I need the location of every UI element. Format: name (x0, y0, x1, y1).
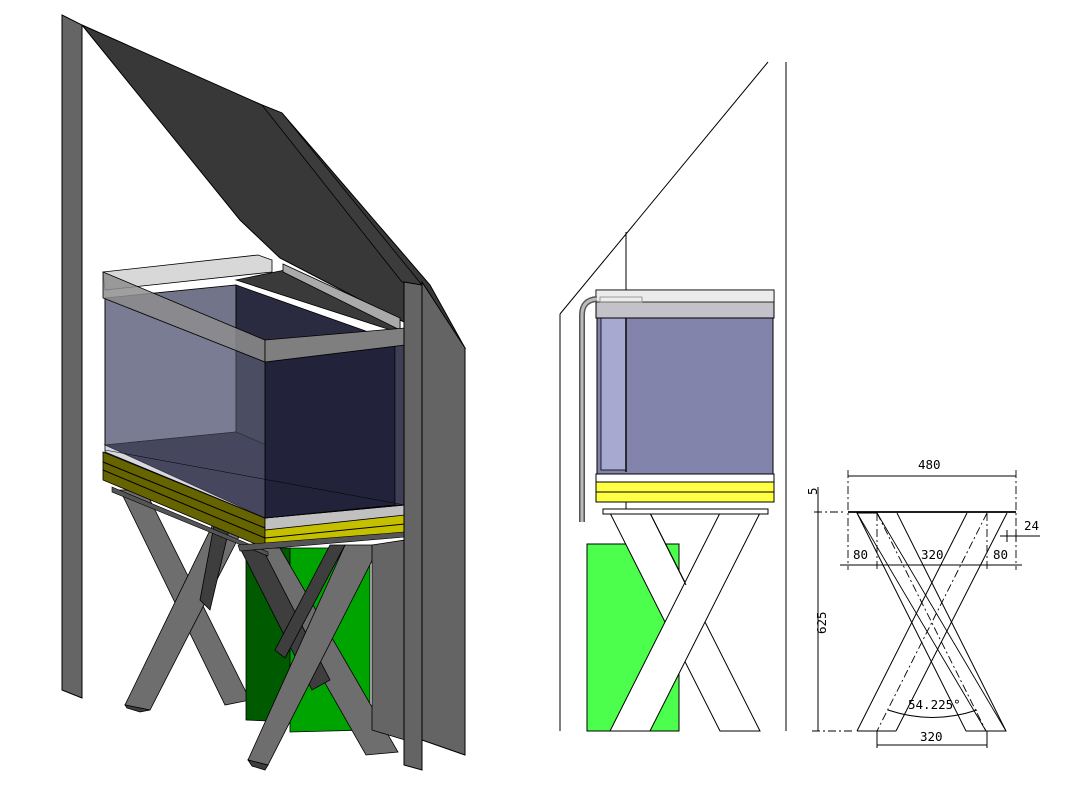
tank-base-layers (102, 451, 406, 557)
dim-top-thickness: 5 (805, 487, 820, 495)
dim-top-width: 480 (918, 457, 941, 472)
dim-left-overhang: 80 (853, 547, 868, 562)
aquarium-lid (102, 254, 406, 363)
dim-height: 625 (814, 611, 829, 634)
dim-right-overhang: 80 (993, 547, 1008, 562)
dim-bottom-span: 320 (920, 729, 943, 744)
right-front-post (403, 281, 423, 771)
right-back-panel (421, 280, 466, 756)
side-view (559, 61, 787, 732)
tank-overflow-box (600, 317, 627, 471)
overflow-pipe (579, 296, 598, 522)
base-layer-yellow-2 (595, 491, 775, 503)
dim-leg-offset: 24 (1024, 518, 1039, 533)
front-stand-legs (239, 544, 399, 771)
base-layer-white (595, 473, 775, 483)
base-layer-yellow-1 (595, 481, 775, 493)
stand-dimension-drawing: 480 5 625 24 80 320 80 54.225° 320 (805, 457, 1040, 748)
dim-middle-span: 320 (921, 547, 944, 562)
isometric-view (61, 14, 467, 771)
dim-angle: 54.225° (908, 697, 961, 712)
right-side-panel (371, 539, 406, 741)
stand-top-plate (602, 508, 769, 515)
roof-slope-line (559, 61, 769, 315)
left-wall-panel (61, 14, 83, 699)
